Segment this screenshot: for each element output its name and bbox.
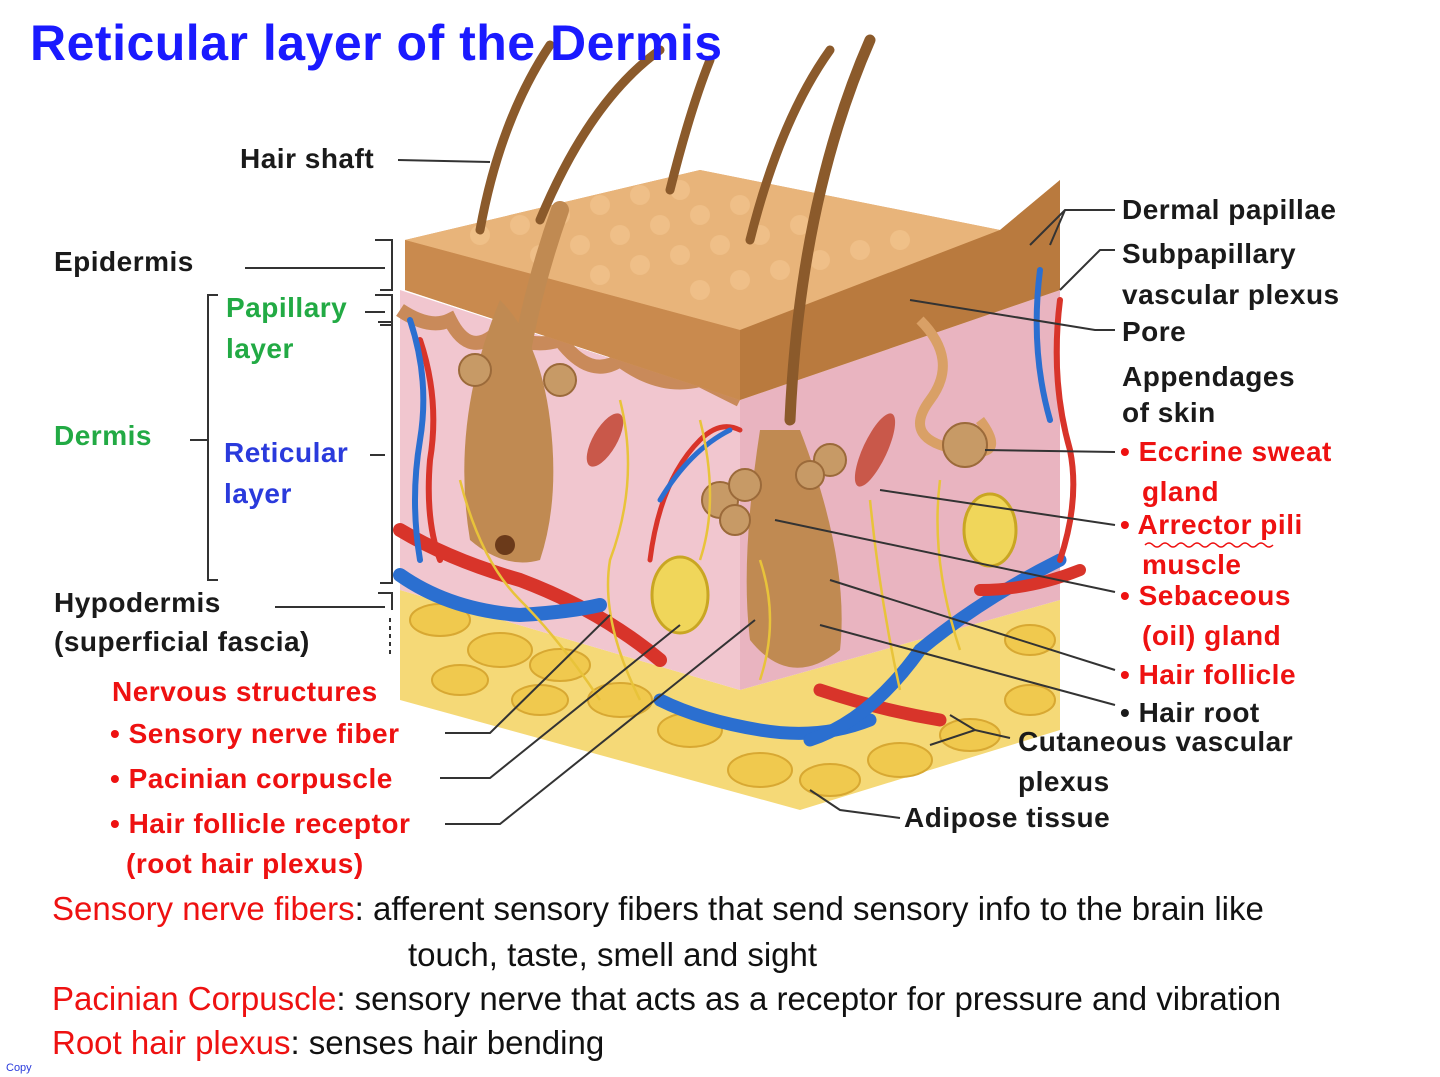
label-cutaneous-vascular-2: plexus <box>1018 766 1110 797</box>
label-sebaceous-2: (oil) gland <box>1142 620 1282 651</box>
leader-lines <box>190 159 1116 825</box>
label-eccrine-sweat-2: gland <box>1142 476 1220 507</box>
copyright-text: Copy <box>6 1062 32 1074</box>
glands <box>458 316 997 536</box>
label-hair-root: • Hair root <box>1120 697 1260 728</box>
label-dermal-papillae: Dermal papillae <box>1122 194 1337 225</box>
label-hypodermis-sub: (superficial fascia) <box>54 626 310 657</box>
label-appendages-1: Appendages <box>1122 361 1296 392</box>
label-dermis: Dermis <box>54 420 152 451</box>
note-text: : senses hair bending <box>290 1024 605 1061</box>
note-term: Pacinian Corpuscle <box>52 980 337 1017</box>
label-sensory-nerve-fiber: • Sensory nerve fiber <box>110 718 400 749</box>
label-epidermis: Epidermis <box>54 246 194 277</box>
label-papillary-layer-1: Papillary <box>226 292 348 323</box>
label-hair-follicle: • Hair follicle <box>1120 659 1297 690</box>
label-reticular-layer-2: layer <box>224 478 292 509</box>
note-pacinian-corpuscle: Pacinian Corpuscle: sensory nerve that a… <box>52 980 1281 1018</box>
spellcheck-squiggle <box>1144 542 1274 548</box>
label-subpapillary-1: Subpapillary <box>1122 238 1297 269</box>
note-sensory-nerve-fibers-cont: touch, taste, smell and sight <box>408 936 818 973</box>
note-text: : afferent sensory fibers that send sens… <box>354 890 1264 927</box>
label-cutaneous-vascular-1: Cutaneous vascular <box>1018 726 1294 757</box>
label-pacinian-corpuscle: • Pacinian corpuscle <box>110 763 393 794</box>
blood-vessels <box>393 267 1086 747</box>
label-subpapillary-2: vascular plexus <box>1122 279 1340 310</box>
note-term: Root hair plexus <box>52 1024 291 1061</box>
label-arrector-pili-2: muscle <box>1142 549 1242 580</box>
arrector-pili-muscles <box>586 413 896 487</box>
note-term: Sensory nerve fibers <box>52 890 355 927</box>
label-hair-shaft: Hair shaft <box>240 143 375 174</box>
label-pore: Pore <box>1122 316 1187 347</box>
pacinian-corpuscles <box>650 492 1018 635</box>
label-reticular-layer-1: Reticular <box>224 437 349 468</box>
label-eccrine-sweat-1: • Eccrine sweat <box>1120 436 1332 467</box>
label-arrector-pili-1: • Arrector pili <box>1120 509 1303 540</box>
label-appendages-2: of skin <box>1122 397 1216 428</box>
note-root-hair-plexus: Root hair plexus: senses hair bending <box>52 1024 604 1062</box>
label-hair-follicle-receptor: • Hair follicle receptor <box>110 808 411 839</box>
page-title: Reticular layer of the Dermis <box>30 15 723 71</box>
label-adipose-tissue: Adipose tissue <box>904 802 1111 833</box>
label-hypodermis: Hypodermis <box>54 587 221 618</box>
label-nervous-structures: Nervous structures <box>112 676 378 707</box>
label-sebaceous-1: • Sebaceous <box>1120 580 1291 611</box>
label-root-hair-plexus: (root hair plexus) <box>126 848 364 879</box>
note-sensory-nerve-fibers: Sensory nerve fibers: afferent sensory f… <box>52 890 1264 928</box>
note-text: : sensory nerve that acts as a receptor … <box>336 980 1281 1017</box>
label-papillary-layer-2: layer <box>226 333 294 364</box>
